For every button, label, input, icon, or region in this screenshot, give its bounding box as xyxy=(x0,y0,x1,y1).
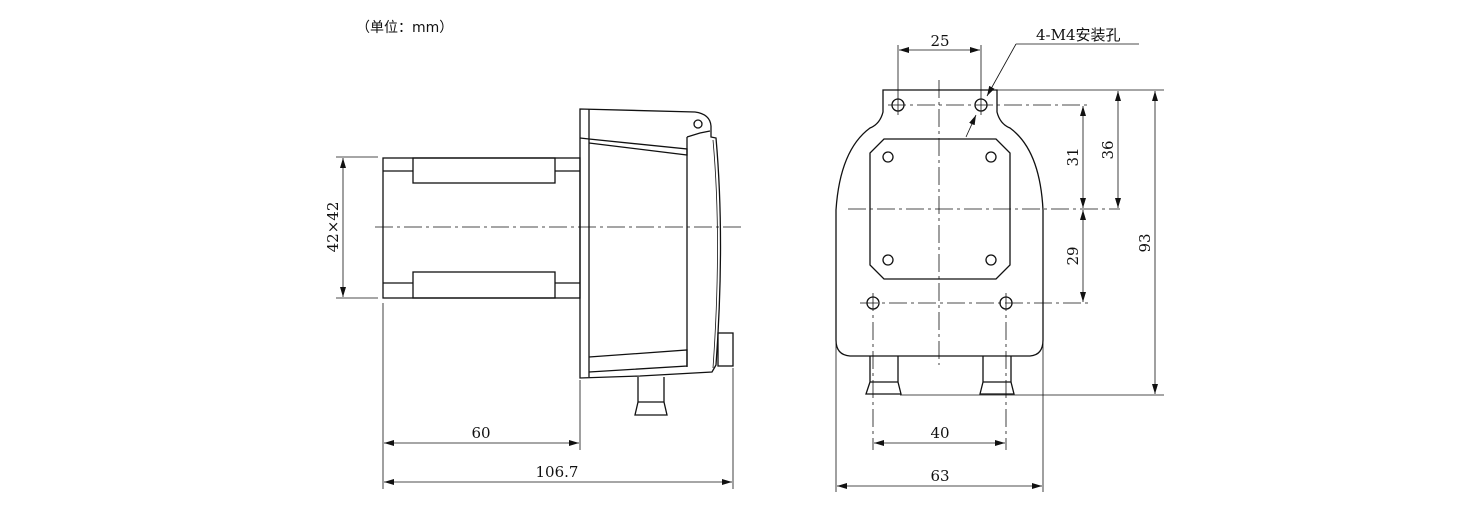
dim-lower-hole-spacing: 40 xyxy=(930,424,949,442)
tube-fitting xyxy=(634,377,668,416)
motor-plate xyxy=(869,138,1011,280)
front-view: 25 4-M4安装孔 31 29 36 93 40 63 xyxy=(835,26,1164,492)
pump-head xyxy=(579,108,734,416)
dim-top-to-center: 36 xyxy=(1099,140,1117,159)
dim-motor-length: 60 xyxy=(471,424,490,442)
dim-total-height: 93 xyxy=(1136,233,1154,252)
dim-top-hole-spacing: 25 xyxy=(930,32,949,50)
mounting-holes xyxy=(866,98,1013,310)
dim-total-width: 63 xyxy=(930,467,949,485)
dim-center-to-lower-hole: 29 xyxy=(1064,246,1082,265)
dim-total-length: 106.7 xyxy=(536,463,579,481)
dim-hole-to-center: 31 xyxy=(1064,147,1082,166)
motor-body xyxy=(382,157,581,299)
tube-fittings xyxy=(865,356,1015,395)
dim-motor-size: 42×42 xyxy=(324,202,342,253)
units-note: （单位：mm） xyxy=(356,20,453,36)
side-connector xyxy=(717,332,734,367)
side-view: 42×42 60 106.7 xyxy=(324,108,742,489)
hinge-icon xyxy=(693,119,703,129)
housing-outline xyxy=(835,89,1044,357)
hole-callout: 4-M4安装孔 xyxy=(1036,26,1121,44)
